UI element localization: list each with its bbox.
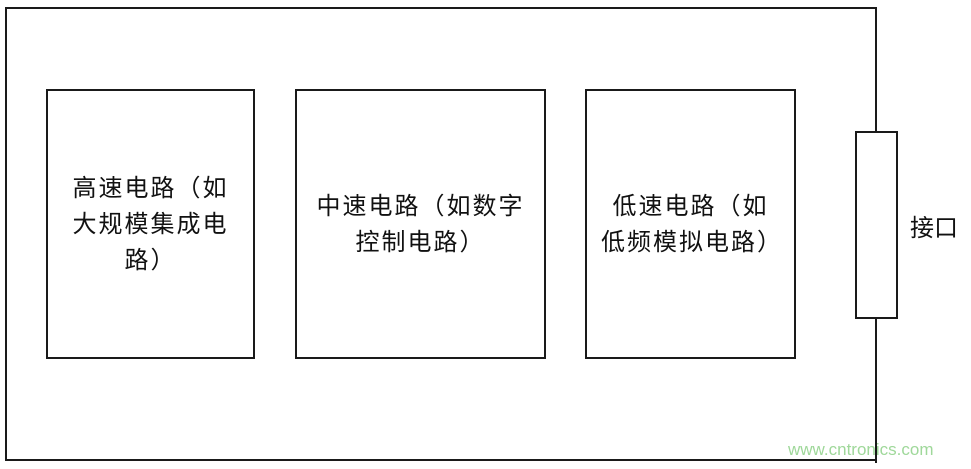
low-speed-circuit-block: 低速电路（如低频模拟电路）	[585, 89, 796, 359]
high-speed-circuit-label: 高速电路（如大规模集成电路）	[72, 174, 229, 274]
board-outline-right-upper	[875, 7, 877, 132]
board-outline-right-lower	[875, 317, 877, 463]
low-speed-circuit-label: 低速电路（如低频模拟电路）	[601, 192, 783, 256]
watermark: www.cntronics.com	[788, 440, 934, 459]
mid-speed-circuit-label: 中速电路（如数字控制电路）	[316, 192, 525, 256]
interface-label: 接口	[910, 214, 958, 242]
interface-connector	[855, 131, 898, 319]
high-speed-circuit-block: 高速电路（如大规模集成电路）	[46, 89, 255, 359]
board-outline	[5, 7, 875, 461]
mid-speed-circuit-block: 中速电路（如数字控制电路）	[295, 89, 546, 359]
